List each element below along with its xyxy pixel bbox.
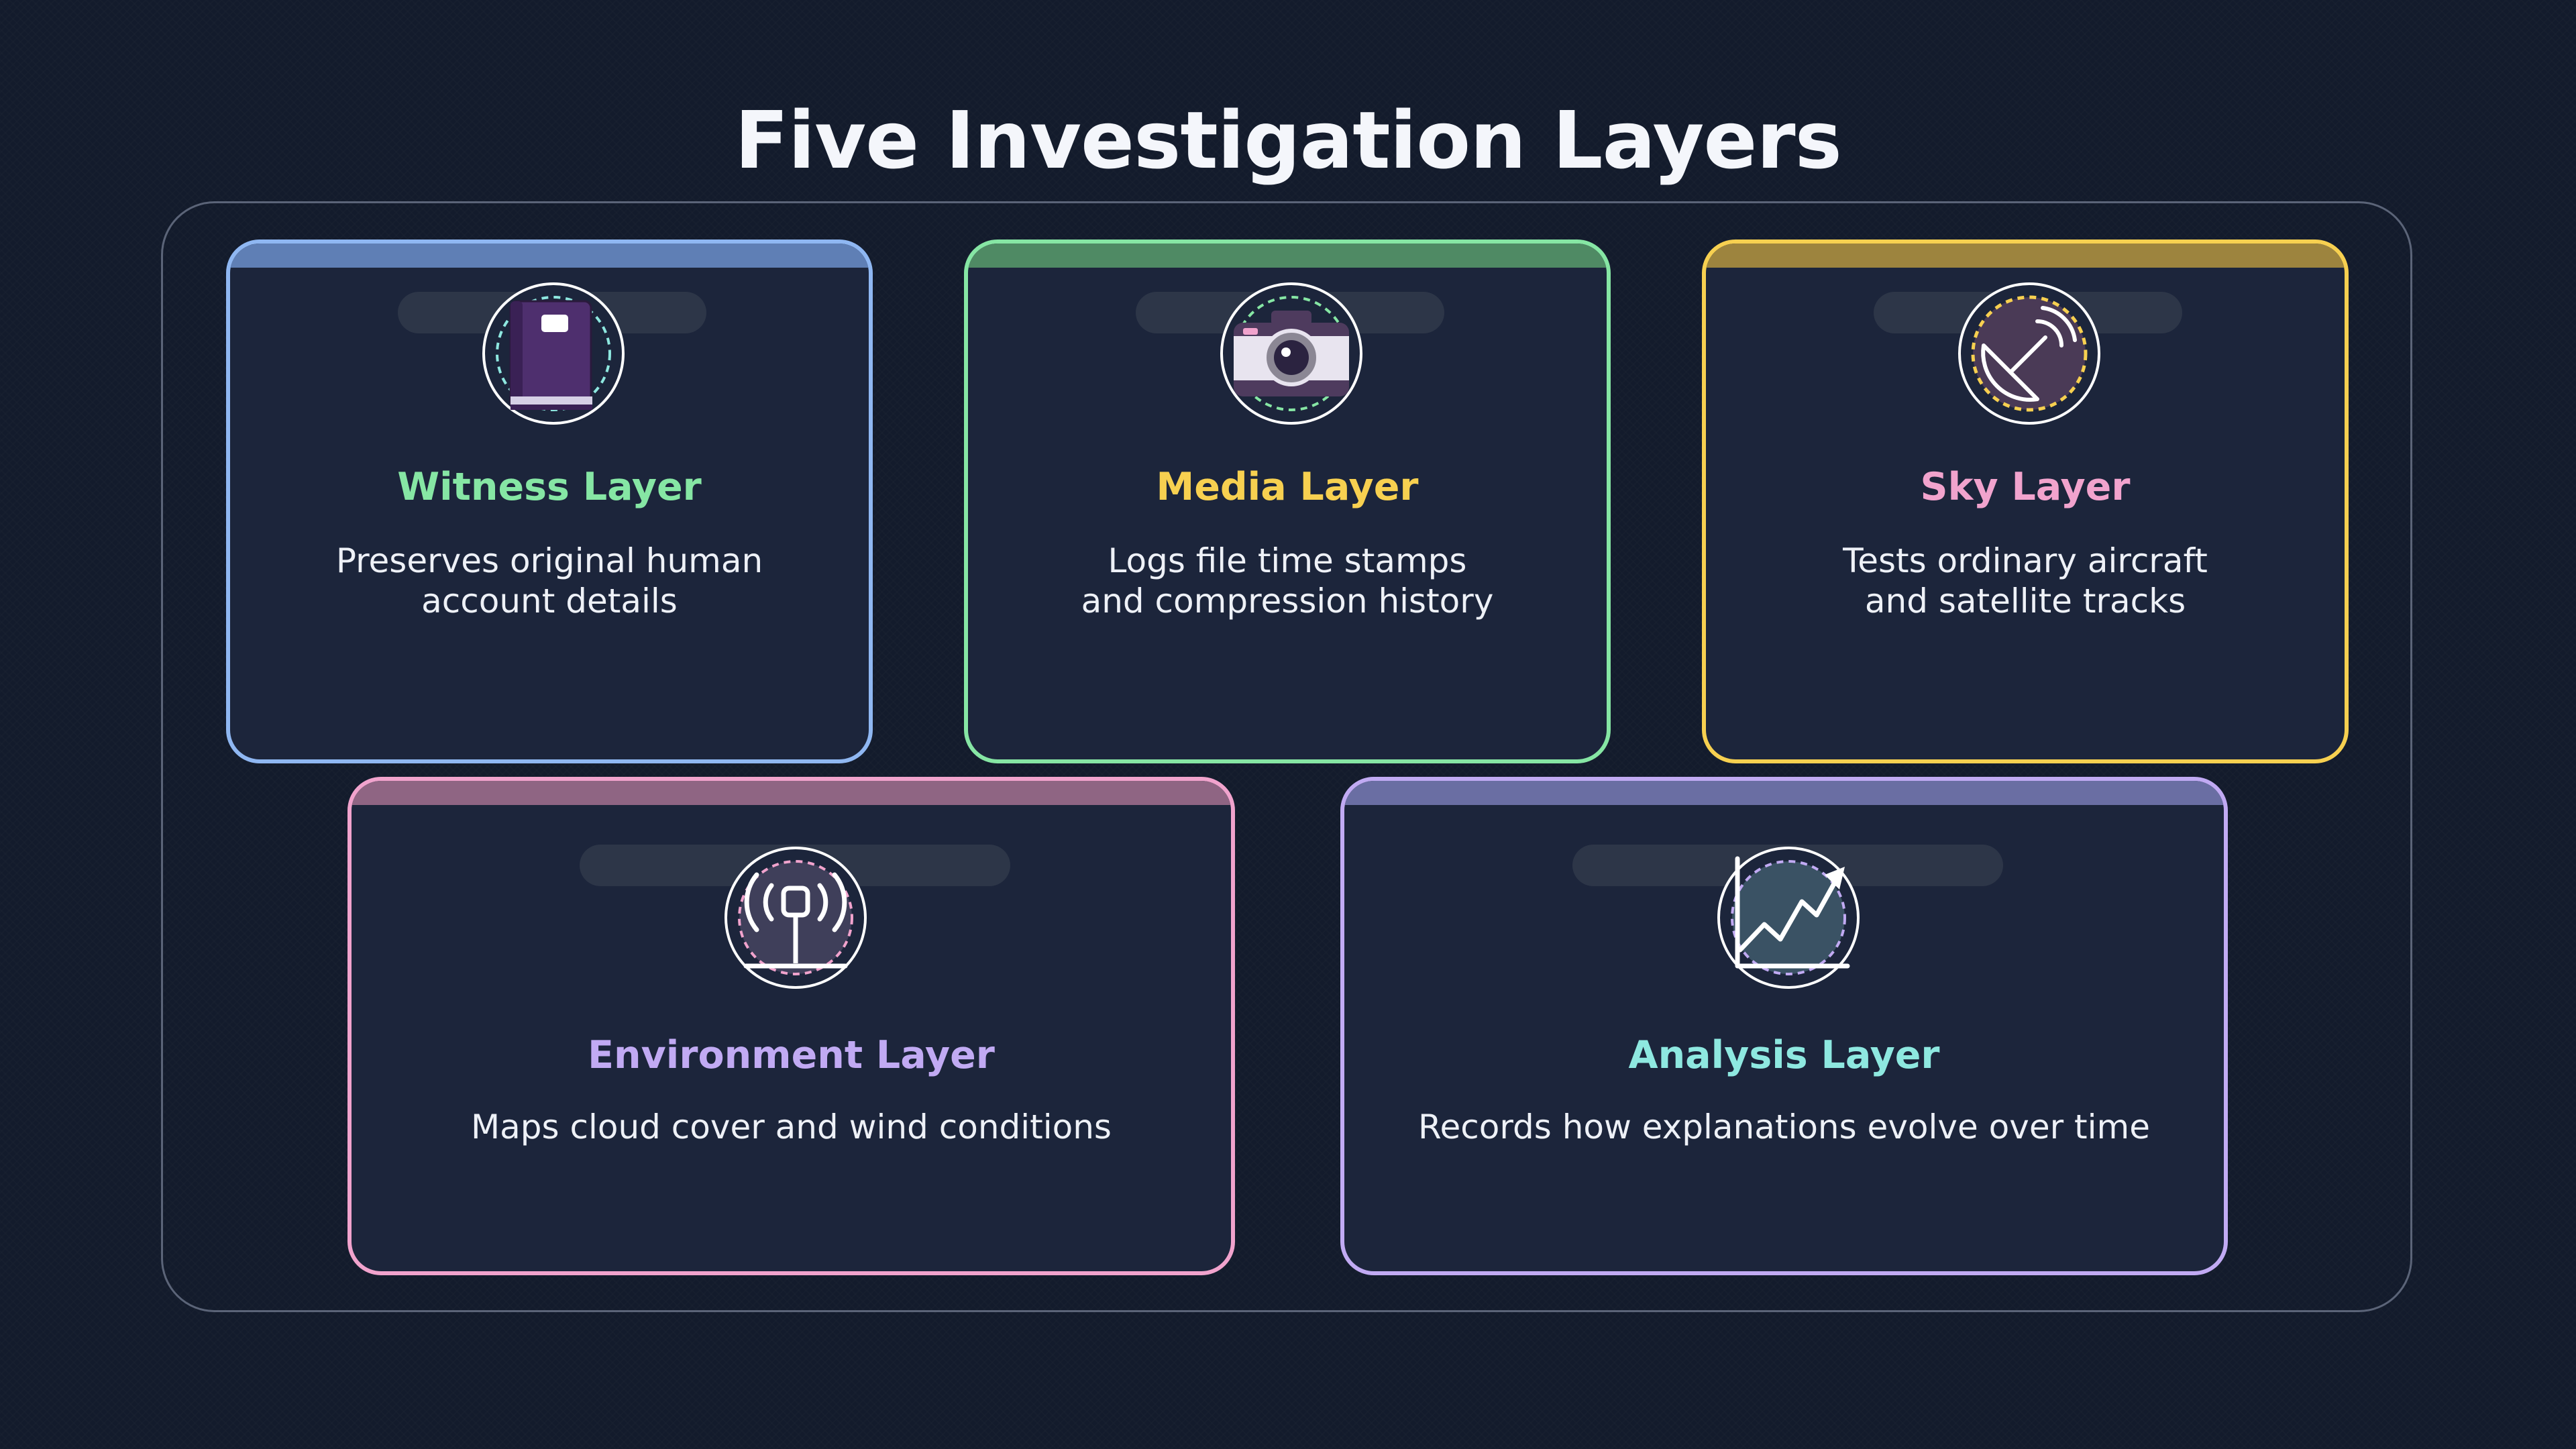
card-analysis-layer: Analysis Layer Records how explanations … xyxy=(1340,777,2228,1275)
card-sky-layer: Sky Layer Tests ordinary aircraft and sa… xyxy=(1702,239,2349,763)
card-description-line: and satellite tracks xyxy=(1864,582,2186,621)
notebook-icon xyxy=(481,281,626,426)
card-accent-bar xyxy=(968,244,1607,268)
satellite-dish-icon xyxy=(1957,281,2102,426)
trend-chart-icon xyxy=(1716,845,1861,990)
card-accent-bar xyxy=(230,244,869,268)
layers-frame xyxy=(161,201,2412,1312)
card-witness-layer: Witness Layer Preserves original human a… xyxy=(226,239,873,763)
card-accent-bar xyxy=(1344,781,2224,805)
card-description: Preserves original human account details xyxy=(270,541,828,621)
card-description-line: Logs file time stamps xyxy=(1108,541,1467,580)
card-title: Media Layer xyxy=(1156,465,1419,509)
card-environment-layer: Environment Layer Maps cloud cover and w… xyxy=(347,777,1235,1275)
card-description-line: Tests ordinary aircraft xyxy=(1843,541,2208,580)
card-description-line: Records how explanations evolve over tim… xyxy=(1418,1108,2150,1146)
card-description-line: and compression history xyxy=(1081,582,1494,621)
card-title: Witness Layer xyxy=(397,465,702,509)
card-description-line: Maps cloud cover and wind conditions xyxy=(471,1108,1112,1146)
camera-icon xyxy=(1219,281,1364,426)
card-description: Logs file time stamps and compression hi… xyxy=(1008,541,1566,621)
card-media-layer: Media Layer Logs file time stamps and co… xyxy=(964,239,1611,763)
card-accent-bar xyxy=(1706,244,2345,268)
radio-tower-icon xyxy=(723,845,868,990)
card-description-line: Preserves original human xyxy=(335,541,763,580)
card-title: Sky Layer xyxy=(1920,465,2131,509)
card-accent-bar xyxy=(352,781,1231,805)
page-title: Five Investigation Layers xyxy=(735,94,1842,186)
card-title: Analysis Layer xyxy=(1628,1033,1940,1077)
card-description: Tests ordinary aircraft and satellite tr… xyxy=(1746,541,2304,621)
card-title: Environment Layer xyxy=(588,1033,995,1077)
card-description: Records how explanations evolve over tim… xyxy=(1385,1107,2184,1147)
card-description: Maps cloud cover and wind conditions xyxy=(392,1107,1191,1147)
card-description-line: account details xyxy=(421,582,678,621)
